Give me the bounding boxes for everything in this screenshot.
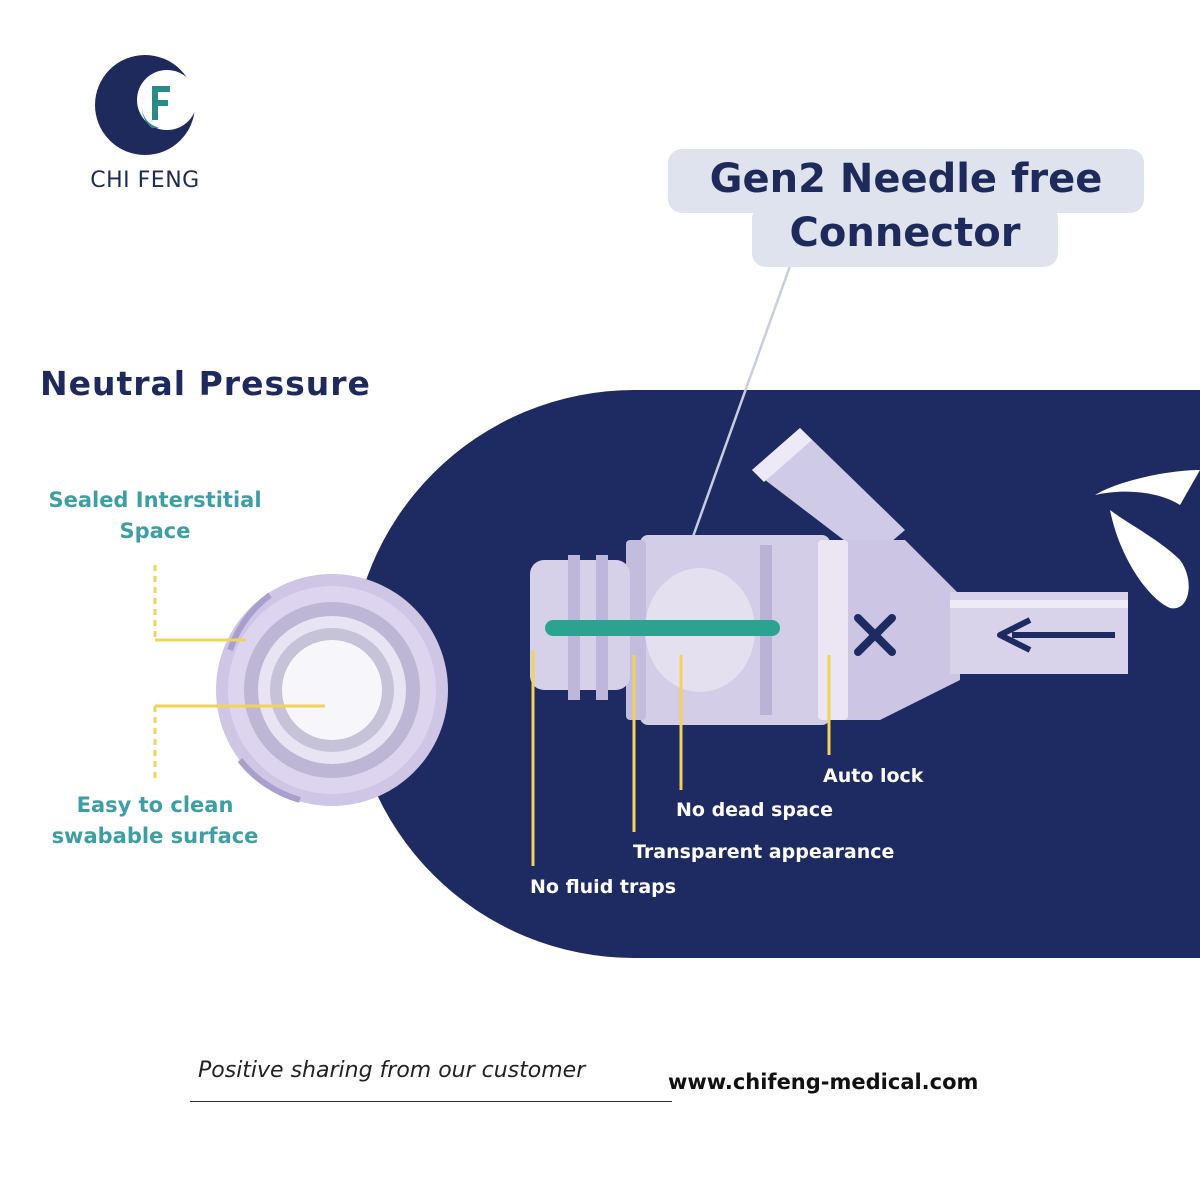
label-transparent-appearance: Transparent appearance: [633, 841, 895, 863]
label-no-dead-space: No dead space: [676, 799, 833, 821]
footer-tagline: Positive sharing from our customer: [198, 1058, 586, 1083]
title-pointer-line: [688, 265, 792, 546]
title-badge-top: [668, 149, 1144, 213]
label-easy-to-clean: Easy to clean swabable surface: [51, 793, 259, 848]
left-callouts: [153, 565, 325, 778]
title-badge-bottom: [752, 205, 1058, 267]
brand-name: CHI FENG: [90, 168, 200, 193]
product-title-line1: Gen2 Needle free: [709, 156, 1103, 202]
product-title-line2: Connector: [789, 210, 1021, 256]
label-sealed-interstitial-space: Sealed Interstitial Space: [48, 488, 262, 543]
footer-divider: [190, 1101, 672, 1102]
section-title: Neutral Pressure: [40, 364, 371, 403]
label-auto-lock: Auto lock: [823, 765, 924, 787]
website-link[interactable]: www.chifeng-medical.com: [668, 1070, 979, 1094]
label-no-fluid-traps: No fluid traps: [530, 876, 677, 898]
connector-top-view: [216, 574, 448, 806]
connector-side-view: [530, 428, 1128, 725]
splash-drops-icon: [1095, 470, 1200, 609]
feature-callouts: [531, 650, 831, 866]
chi-feng-crescent-logo-icon: [95, 55, 197, 155]
